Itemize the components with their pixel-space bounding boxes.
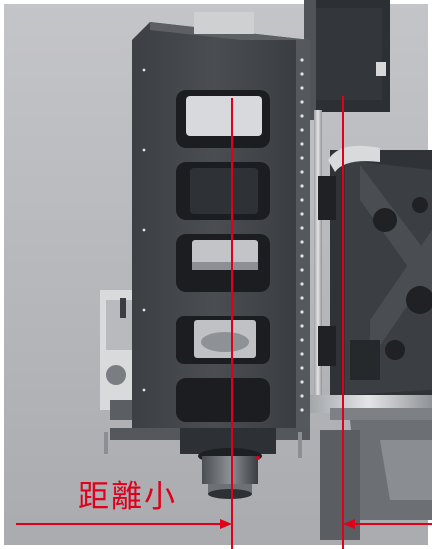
guide-rails [305,110,432,420]
spindle-head [104,428,310,499]
distance-annotation [16,96,432,549]
rear-column [304,0,390,120]
machine-base [328,145,432,400]
right-arrowhead [343,519,355,529]
column-windows [176,90,270,422]
left-arrowhead [220,519,232,529]
column-rivets [142,58,304,412]
work-table [320,420,432,540]
dimension-arrows [220,519,355,529]
distance-caption: 距離小 [78,479,177,515]
